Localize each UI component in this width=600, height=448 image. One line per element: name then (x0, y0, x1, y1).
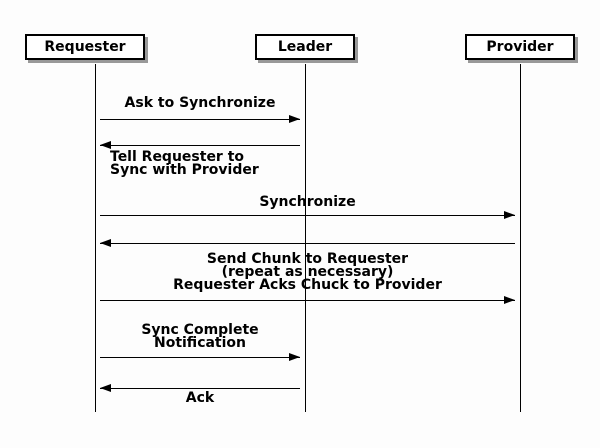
message-arrow-send-chunk (100, 239, 515, 247)
actor-box-provider: Provider (465, 34, 575, 60)
arrowhead-left-icon (100, 141, 111, 149)
actor-box-leader: Leader (255, 34, 355, 60)
message-arrow-requester-acks (100, 296, 515, 304)
actor-label-provider: Provider (486, 39, 554, 55)
message-arrow-ack (100, 384, 300, 392)
arrowhead-left-icon (100, 384, 111, 392)
message-label-synchronize: Synchronize (259, 194, 356, 210)
actor-box-requester: Requester (25, 34, 145, 60)
lifeline-provider (520, 64, 521, 412)
arrowhead-right-icon (504, 296, 515, 304)
arrowhead-left-icon (100, 239, 111, 247)
lifeline-leader (305, 64, 306, 412)
actor-label-leader: Leader (277, 39, 333, 55)
message-arrow-ask-to-synchronize (100, 115, 300, 123)
message-label-ask-to-synchronize: Ask to Synchronize (124, 95, 276, 111)
arrowhead-right-icon (289, 353, 300, 361)
lifeline-requester (95, 64, 96, 412)
message-arrow-synchronize (100, 211, 515, 219)
message-label-tell-requester: Tell Requester to Sync with Provider (110, 149, 259, 178)
arrowhead-right-icon (504, 211, 515, 219)
actor-label-requester: Requester (44, 39, 126, 55)
message-arrow-sync-complete (100, 353, 300, 361)
message-arrow-tell-requester (100, 141, 300, 149)
arrowhead-right-icon (289, 115, 300, 123)
message-label-ack: Ack (185, 390, 215, 406)
message-label-sync-complete: Sync Complete Notification (141, 322, 259, 351)
message-label-send-chunk: Send Chunk to Requester (repeat as neces… (173, 251, 442, 293)
